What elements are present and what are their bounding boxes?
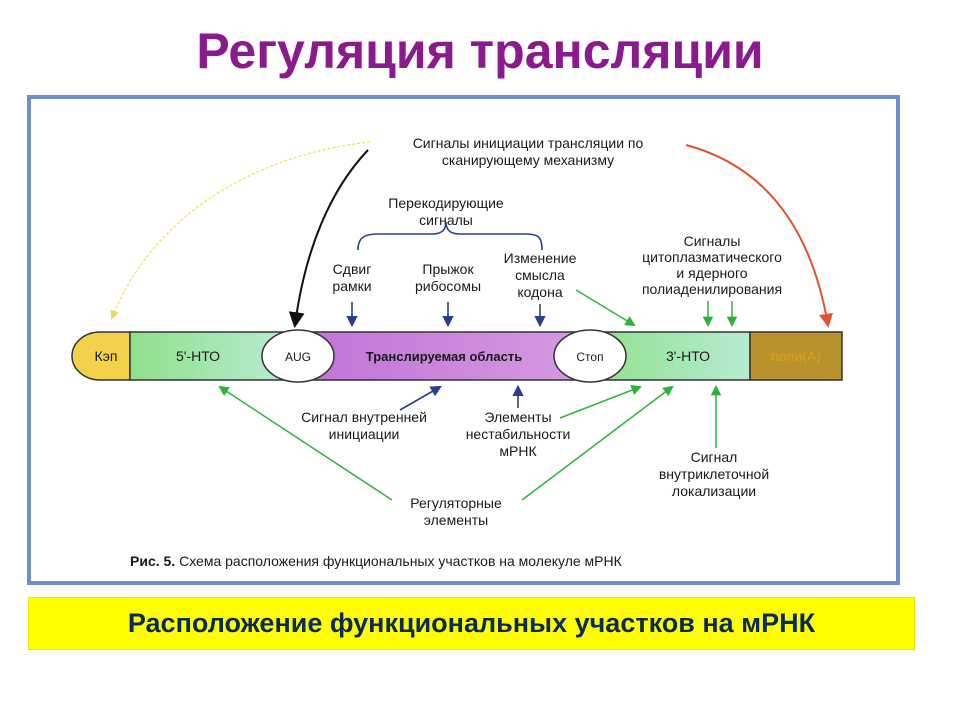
polyad-label-line1: Сигналы	[684, 233, 741, 249]
recoding-brace	[357, 221, 543, 251]
instab-label-line1: Элементы	[484, 409, 551, 425]
stop-codon	[553, 329, 627, 383]
local-label-line1: Сигнал	[691, 449, 738, 465]
codon-label-line3: кодона	[517, 284, 562, 300]
recoding-label-line2: сигналы	[419, 212, 473, 228]
instab-label-line2: нестабильности	[466, 426, 571, 442]
polyad-label-line4: полиаденилирования	[642, 281, 782, 297]
polyad-label-line3: и ядерного	[676, 265, 747, 281]
instab-label-line3: мРНК	[499, 443, 537, 459]
codon-label-line2: смысла	[515, 267, 565, 283]
caption-text: Схема расположения функциональных участк…	[175, 553, 622, 569]
reg-label-line1: Регуляторные	[410, 495, 502, 511]
page-title: Регуляция трансляции	[196, 23, 764, 79]
yellow-arrow-to-cap	[110, 141, 371, 320]
scanning-label-line1: Сигналы инициации трансляции по	[413, 135, 644, 151]
blue-arrow-ires	[399, 385, 442, 411]
frameshift-label-line1: Сдвиг	[333, 261, 372, 277]
cap-segment	[71, 331, 131, 381]
frameshift-label-line2: рамки	[332, 278, 371, 294]
aug-codon	[261, 329, 335, 383]
codon-label-line1: Изменение	[504, 250, 577, 266]
caption-prefix: Рис. 5.	[130, 553, 176, 569]
mrna-bar: Кэп 5'-НТО AUG Транслируемая область Сто…	[71, 329, 843, 383]
local-label-line2: внутриклеточной	[659, 466, 769, 482]
green-arrow-reg-to-utr5	[218, 385, 393, 501]
coding-label: Транслируемая область	[366, 349, 522, 364]
reg-label-line2: элементы	[424, 512, 488, 528]
scanning-label-line2: сканирующему механизму	[442, 152, 614, 168]
utr3-label: 3'-НТО	[666, 348, 710, 364]
red-arrow-to-polya	[685, 144, 833, 328]
green-arrow-instab-to-utr3	[559, 385, 642, 419]
polya-segment	[749, 331, 843, 381]
ires-label-line1: Сигнал внутренней	[301, 409, 427, 425]
local-label-line3: локализации	[672, 483, 756, 499]
cap-label: Кэп	[95, 348, 118, 364]
footer-banner: Расположение функциональных участков на …	[28, 597, 915, 650]
ires-label-line2: инициации	[329, 426, 400, 442]
black-arrow-to-aug	[288, 149, 369, 329]
utr5-label: 5'-НТО	[176, 348, 220, 364]
aug-label: AUG	[285, 350, 311, 364]
polyad-label-line2: цитоплазматического	[642, 249, 782, 265]
green-arrow-codon-to-utr3	[575, 289, 636, 327]
polya-label: поли(А)	[771, 348, 821, 364]
stop-label: Стоп	[576, 350, 603, 364]
green-arrow-reg-to-utr3	[521, 385, 674, 501]
hop-label-line2: рибосомы	[415, 278, 481, 294]
recoding-label-line1: Перекодирующие	[388, 195, 504, 211]
hop-label-line1: Прыжок	[422, 261, 474, 277]
figure-caption: Рис. 5. Схема расположения функциональны…	[130, 553, 622, 569]
